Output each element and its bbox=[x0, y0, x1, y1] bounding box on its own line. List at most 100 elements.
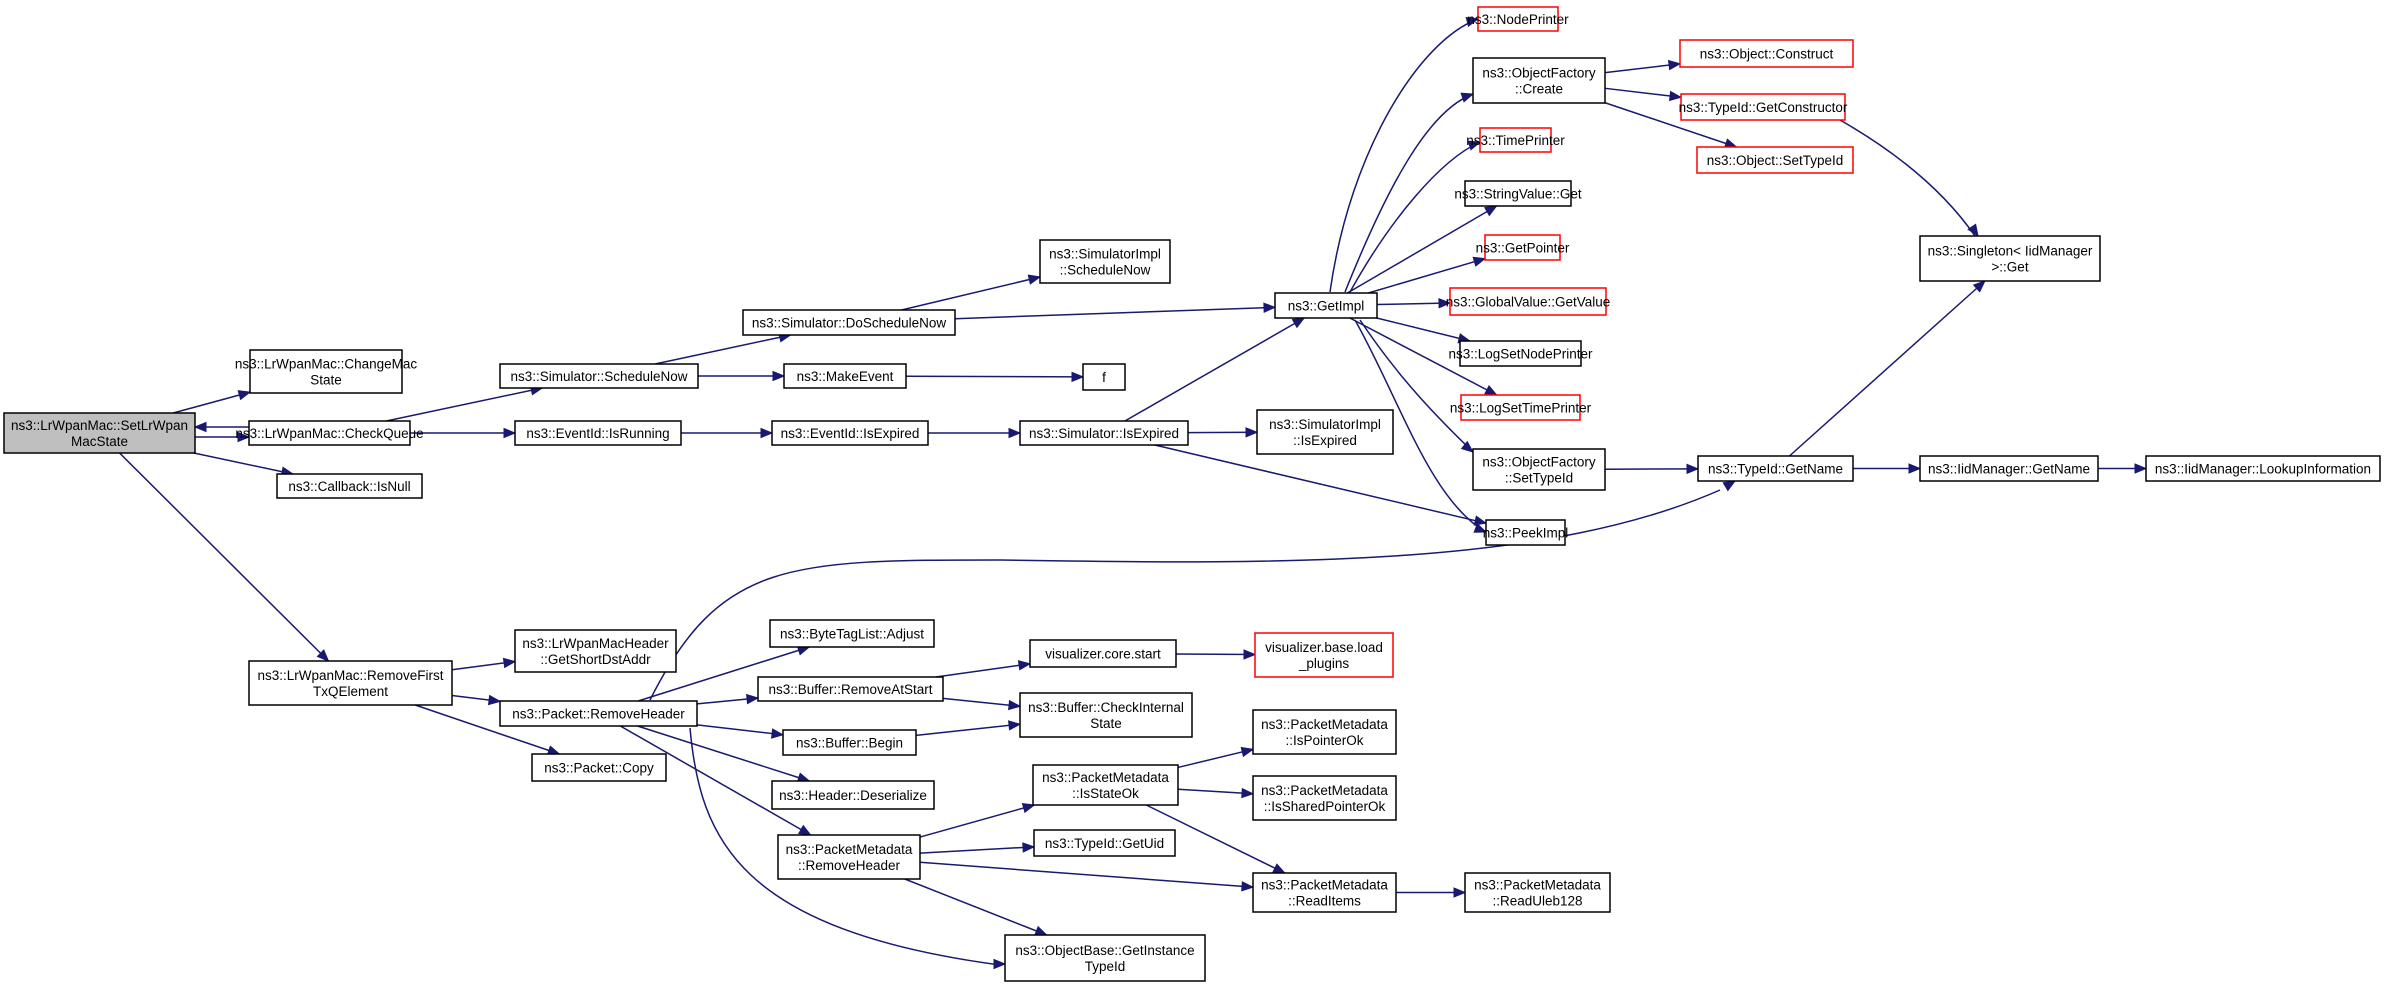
node-label: ::RemoveHeader bbox=[798, 858, 901, 873]
node-logsetnode[interactable]: ns3::LogSetNodePrinter bbox=[1448, 340, 1593, 367]
node-box bbox=[514, 629, 677, 673]
node-label: ns3::PacketMetadata bbox=[1261, 717, 1388, 732]
node-schedulenow[interactable]: ns3::Simulator::ScheduleNow bbox=[499, 363, 699, 389]
node-label: ns3::PacketMetadata bbox=[1261, 783, 1388, 798]
node-label: ns3::LrWpanMac::RemoveFirst bbox=[257, 668, 443, 683]
edge-getimpl-to-logsettime bbox=[1349, 317, 1498, 396]
edge-schedulenow-to-doschedulenow bbox=[654, 334, 791, 365]
edge-getimpl-to-ofsettypeid bbox=[1359, 319, 1474, 453]
node-pmremovehdr[interactable]: ns3::PacketMetadata::RemoveHeader bbox=[777, 834, 921, 880]
edge-checkqueue-to-isrunning-arrowhead bbox=[503, 427, 517, 439]
edge-bufremove-to-viscorestart-arrowhead bbox=[1017, 660, 1032, 671]
node-label: ns3::Packet::RemoveHeader bbox=[512, 707, 685, 722]
node-logsettime[interactable]: ns3::LogSetTimePrinter bbox=[1450, 394, 1592, 421]
node-ofsettypeid[interactable]: ns3::ObjectFactory::SetTypeId bbox=[1472, 448, 1606, 491]
node-box bbox=[1472, 57, 1606, 104]
node-peekimpl[interactable]: ns3::PeekImpl bbox=[1483, 519, 1569, 546]
edge-ofcreate-to-getconstructor bbox=[1604, 87, 1682, 99]
node-iidgetname[interactable]: ns3::IidManager::GetName bbox=[1919, 455, 2099, 482]
node-label: ns3::ObjectFactory bbox=[1482, 66, 1596, 81]
node-box bbox=[771, 780, 935, 810]
node-pmispointer[interactable]: ns3::PacketMetadata::IsPointerOk bbox=[1252, 709, 1397, 755]
node-box bbox=[3, 412, 196, 454]
edge-doschedulenow-to-getimpl bbox=[954, 306, 1276, 320]
edge-pktremovehdr-to-bufbegin bbox=[696, 724, 784, 736]
node-objsettypeid[interactable]: ns3::Object::SetTypeId bbox=[1696, 146, 1854, 174]
node-getimpl[interactable]: ns3::GetImpl bbox=[1274, 292, 1378, 319]
node-getuid[interactable]: ns3::TypeId::GetUid bbox=[1033, 829, 1176, 857]
edge-checkqueue-to-root-arrowhead bbox=[193, 421, 207, 433]
node-simimplexpired[interactable]: ns3::SimulatorImpl::IsExpired bbox=[1256, 409, 1394, 455]
node-getshortdst[interactable]: ns3::LrWpanMacHeader::GetShortDstAddr bbox=[514, 629, 677, 673]
node-bufbegin[interactable]: ns3::Buffer::Begin bbox=[782, 729, 917, 756]
node-timeprinter[interactable]: ns3::TimePrinter bbox=[1466, 127, 1565, 153]
node-objconstruct[interactable]: ns3::Object::Construct bbox=[1679, 39, 1854, 68]
node-typeidgetname[interactable]: ns3::TypeId::GetName bbox=[1697, 455, 1854, 482]
edge-pmremovehdr-to-getuid bbox=[919, 846, 1035, 854]
node-nodeprinter[interactable]: ns3::NodePrinter bbox=[1467, 6, 1569, 32]
node-isnull[interactable]: ns3::Callback::IsNull bbox=[276, 473, 423, 499]
edge-root-to-removefirst bbox=[119, 452, 329, 662]
node-label: TypeId bbox=[1085, 959, 1126, 974]
node-bufremove[interactable]: ns3::Buffer::RemoveAtStart bbox=[757, 676, 944, 702]
edge-pmisstateok-to-pmisshared bbox=[1177, 788, 1254, 795]
node-label: ns3::Buffer::CheckInternal bbox=[1028, 700, 1184, 715]
node-box bbox=[1019, 692, 1193, 738]
node-f[interactable]: f bbox=[1082, 363, 1126, 391]
node-pmreaduleb[interactable]: ns3::PacketMetadata::ReadUleb128 bbox=[1464, 872, 1611, 913]
node-viscorestart[interactable]: visualizer.core.start bbox=[1029, 639, 1177, 668]
node-box bbox=[499, 363, 699, 389]
edge-pktremovehdr-to-pmremovehdr bbox=[619, 725, 811, 836]
node-bytetag[interactable]: ns3::ByteTagList::Adjust bbox=[769, 619, 935, 648]
node-pmisshared[interactable]: ns3::PacketMetadata::IsSharedPointerOk bbox=[1252, 775, 1397, 821]
node-checkqueue[interactable]: ns3::LrWpanMac::CheckQueue bbox=[235, 420, 424, 446]
edge-ofcreate-to-objsettypeid bbox=[1604, 102, 1737, 148]
node-getpointer[interactable]: ns3::GetPointer bbox=[1476, 234, 1570, 261]
node-label: ns3::LrWpanMacHeader bbox=[522, 636, 669, 651]
node-isrunning[interactable]: ns3::EventId::IsRunning bbox=[514, 420, 682, 446]
edge-getimpl-to-logsetnode bbox=[1376, 317, 1471, 342]
node-getconstructor[interactable]: ns3::TypeId::GetConstructor bbox=[1679, 93, 1848, 121]
node-pktremovehdr[interactable]: ns3::Packet::RemoveHeader bbox=[499, 700, 698, 727]
edge-ofcreate-to-getconstructor-arrowhead bbox=[1668, 90, 1683, 102]
node-doschedulenow[interactable]: ns3::Simulator::DoScheduleNow bbox=[742, 309, 956, 336]
node-simimplsched[interactable]: ns3::SimulatorImpl::ScheduleNow bbox=[1039, 239, 1171, 284]
edge-bufbegin-to-bufcheck bbox=[915, 723, 1021, 737]
node-singleton[interactable]: ns3::Singleton< IidManager>::Get bbox=[1919, 235, 2101, 282]
edge-removefirst-to-pktcopy bbox=[414, 704, 560, 755]
node-pmisstateok[interactable]: ns3::PacketMetadata::IsStateOk bbox=[1032, 764, 1179, 806]
node-isexpired_ev[interactable]: ns3::EventId::IsExpired bbox=[771, 420, 929, 446]
node-pmreaditems[interactable]: ns3::PacketMetadata::ReadItems bbox=[1252, 872, 1397, 913]
node-iidlookup[interactable]: ns3::IidManager::LookupInformation bbox=[2145, 455, 2381, 482]
node-box bbox=[1697, 455, 1854, 482]
node-label: ns3::PacketMetadata bbox=[1474, 878, 1601, 893]
edge-simisexpired-to-peekimpl-arrowhead bbox=[1473, 515, 1488, 526]
node-stringvalue[interactable]: ns3::StringValue::Get bbox=[1454, 180, 1582, 207]
edge-doschedulenow-to-simimplsched-arrowhead bbox=[1027, 274, 1042, 285]
edge-layer bbox=[119, 16, 2148, 970]
node-visload[interactable]: visualizer.base.load_plugins bbox=[1254, 632, 1394, 678]
node-hdrdeser[interactable]: ns3::Header::Deserialize bbox=[771, 780, 935, 810]
node-makeevent[interactable]: ns3::MakeEvent bbox=[783, 363, 907, 389]
node-box bbox=[1254, 632, 1394, 678]
edge-getimpl-to-timeprinter-arrowhead bbox=[1467, 140, 1482, 151]
node-ofcreate[interactable]: ns3::ObjectFactory::Create bbox=[1472, 57, 1606, 104]
node-label: ns3::PacketMetadata bbox=[1042, 770, 1169, 785]
edge-getimpl-to-globalvalue bbox=[1376, 302, 1451, 306]
node-box bbox=[531, 753, 667, 782]
node-globalvalue[interactable]: ns3::GlobalValue::GetValue bbox=[1446, 287, 1611, 316]
node-pktcopy[interactable]: ns3::Packet::Copy bbox=[531, 753, 667, 782]
edge-isrunning-to-isexpired_ev-arrowhead bbox=[760, 427, 774, 439]
edge-pmremovehdr-to-pmreaditems bbox=[919, 861, 1254, 888]
node-simisexpired[interactable]: ns3::Simulator::IsExpired bbox=[1019, 420, 1189, 446]
edge-pmremovehdr-to-getinstance-arrowhead bbox=[1034, 925, 1048, 936]
edge-root-to-changemac bbox=[172, 391, 251, 414]
edge-schedulenow-to-makeevent-arrowhead bbox=[772, 370, 786, 382]
node-layer: ns3::LrWpanMac::SetLrWpanMacStatens3::Lr… bbox=[3, 6, 2381, 982]
